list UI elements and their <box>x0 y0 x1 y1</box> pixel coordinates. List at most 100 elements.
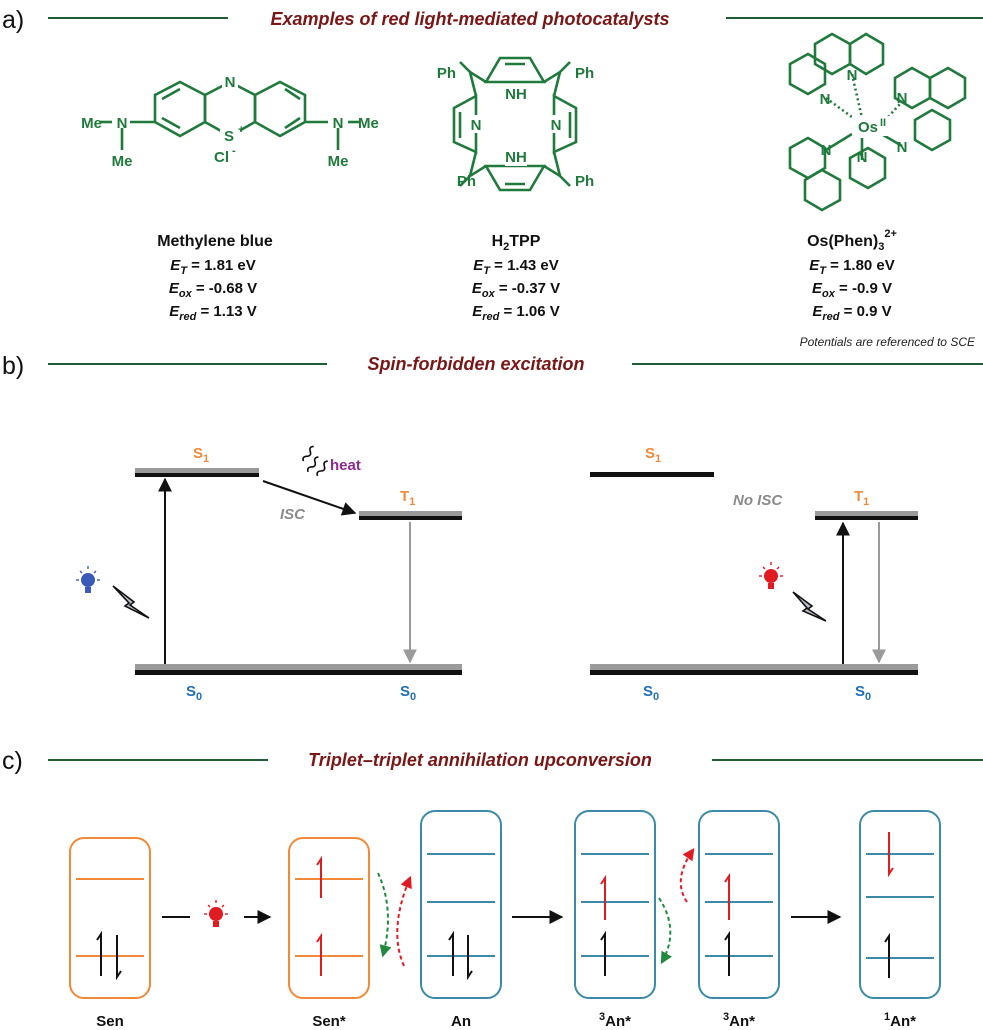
box-triplet-an-2: 3An* <box>698 810 780 1030</box>
s1-level-right <box>590 472 714 477</box>
red-bulb-icon <box>204 900 228 927</box>
jablonski-left: S1 T1 S0 S0 ISC heat <box>76 445 462 703</box>
box-an-label: An <box>451 1013 471 1030</box>
spin-up <box>600 930 606 976</box>
os-atom: Os <box>858 119 878 136</box>
no-isc-label: No ISC <box>733 492 783 509</box>
box-triplet-an-1-label: 3An* <box>599 1011 631 1030</box>
mb-cl: Cl <box>214 149 229 166</box>
t1-level-left <box>359 516 462 520</box>
catalyst-3-ered: Ered = 0.9 V <box>812 303 891 323</box>
sce-note: Potentials are referenced to SCE <box>800 335 976 349</box>
tpp-ph-2: Ph <box>575 65 594 82</box>
catalyst-1-ered: Ered = 1.13 V <box>169 303 257 323</box>
s1-label-left: S1 <box>193 445 209 465</box>
mb-cl-charge: - <box>232 145 236 157</box>
panel-a-label: a) <box>2 6 24 34</box>
panel-c-label: c) <box>2 747 23 775</box>
s1-level-left <box>135 473 259 477</box>
t1-level-right <box>815 516 918 520</box>
catalyst-1-eox: Eox = -0.68 V <box>169 280 257 300</box>
spin-up <box>448 930 454 976</box>
panel-b-title: Spin-forbidden excitation <box>367 354 584 374</box>
tpp-ph-1: Ph <box>437 65 456 82</box>
mb-s-atom: S <box>224 128 234 145</box>
t1-level-right-top <box>815 511 918 516</box>
spin-up-red <box>316 855 322 898</box>
s0-label-left-1: S0 <box>186 683 202 703</box>
box-sen-label: Sen <box>96 1013 124 1030</box>
energy-transfer-arrow-green <box>658 897 672 965</box>
t1-label-right: T1 <box>854 488 869 508</box>
catalyst-2-properties: H2TPP ET = 1.43 eV Eox = -0.37 V Ered = … <box>472 233 560 323</box>
spin-up <box>724 930 730 976</box>
catalyst-1-name: Methylene blue <box>157 233 273 250</box>
mb-s-charge: + <box>238 124 244 136</box>
mb-me-2: Me <box>112 153 133 170</box>
catalyst-2-et: ET = 1.43 eV <box>473 257 559 277</box>
energy-transfer-arrow-red <box>679 848 695 903</box>
panel-a: a) Examples of red light-mediated photoc… <box>2 6 983 349</box>
spin-up-red <box>600 874 606 920</box>
box-triplet-an-2-label: 3An* <box>723 1011 755 1030</box>
jablonski-right: S1 T1 S0 S0 No ISC <box>590 445 918 703</box>
s1-label-right: S1 <box>645 445 661 465</box>
catalyst-2-eox: Eox = -0.37 V <box>472 280 560 300</box>
os-n-1: N <box>820 91 831 108</box>
os-n-6: N <box>857 149 868 166</box>
s0-level-right <box>590 670 918 675</box>
mb-me-1: Me <box>81 115 102 132</box>
box-sen-star: Sen* <box>288 837 370 1030</box>
spin-up <box>884 932 890 978</box>
isc-label: ISC <box>280 506 306 523</box>
tpp-n-right: N <box>551 117 562 134</box>
panel-c: c) Triplet–triplet annihilation upconver… <box>2 747 983 1030</box>
t1-level-left-top <box>359 511 462 516</box>
tpp-ph-3: Ph <box>457 173 476 190</box>
heat-label: heat <box>330 457 361 474</box>
catalyst-1-et: ET = 1.81 eV <box>170 257 256 277</box>
panel-b: b) Spin-forbidden excitation S1 T1 S0 S0… <box>2 352 983 703</box>
os-phen-structure <box>788 32 967 212</box>
tpp-n-left: N <box>471 117 482 134</box>
spin-down <box>116 935 122 981</box>
panel-c-title: Triplet–triplet annihilation upconversio… <box>308 750 652 770</box>
os-n-3: N <box>897 90 908 107</box>
mb-n-top: N <box>225 74 236 91</box>
spin-up <box>96 930 102 976</box>
lightning-icon-right <box>792 591 827 622</box>
catalyst-3-properties: Os(Phen)32+ ET = 1.80 eV Eox = -0.9 V Er… <box>807 228 897 323</box>
catalyst-3-name: Os(Phen)32+ <box>807 228 897 253</box>
tpp-nh-bottom: NH <box>505 149 527 166</box>
s0-label-left-2: S0 <box>400 683 416 703</box>
panel-a-title: Examples of red light-mediated photocata… <box>270 9 669 29</box>
blue-bulb-icon <box>76 566 100 593</box>
isc-arrow <box>262 480 357 516</box>
tpp-nh-top: NH <box>505 86 527 103</box>
box-sen: Sen <box>69 837 151 1030</box>
mb-n-left: N <box>117 115 128 132</box>
spin-down-red <box>888 832 894 878</box>
energy-transfer-arrow-red <box>396 875 412 967</box>
spin-down <box>467 935 473 981</box>
lightning-icon-left <box>112 585 150 619</box>
energy-transfer-arrow-green <box>377 872 392 958</box>
heat-squiggle-icon <box>302 445 328 477</box>
mb-n-right: N <box>333 115 344 132</box>
box-singlet-an-label: 1An* <box>884 1011 916 1030</box>
catalyst-3-eox: Eox = -0.9 V <box>812 280 892 300</box>
s0-label-right-2: S0 <box>855 683 871 703</box>
t1-label-left: T1 <box>400 488 415 508</box>
catalyst-2-name: H2TPP <box>492 233 541 253</box>
s0-level-left <box>135 670 462 675</box>
s0-level-right-top <box>590 664 918 670</box>
box-triplet-an-1: 3An* <box>574 810 656 1030</box>
s0-label-right-1: S0 <box>643 683 659 703</box>
box-singlet-an: 1An* <box>859 810 941 1030</box>
catalyst-1-properties: Methylene blue ET = 1.81 eV Eox = -0.68 … <box>157 233 273 323</box>
s1-level-left-top <box>135 468 259 473</box>
box-sen-star-label: Sen* <box>312 1013 346 1030</box>
panel-b-label: b) <box>2 352 24 380</box>
mb-me-3: Me <box>358 115 379 132</box>
